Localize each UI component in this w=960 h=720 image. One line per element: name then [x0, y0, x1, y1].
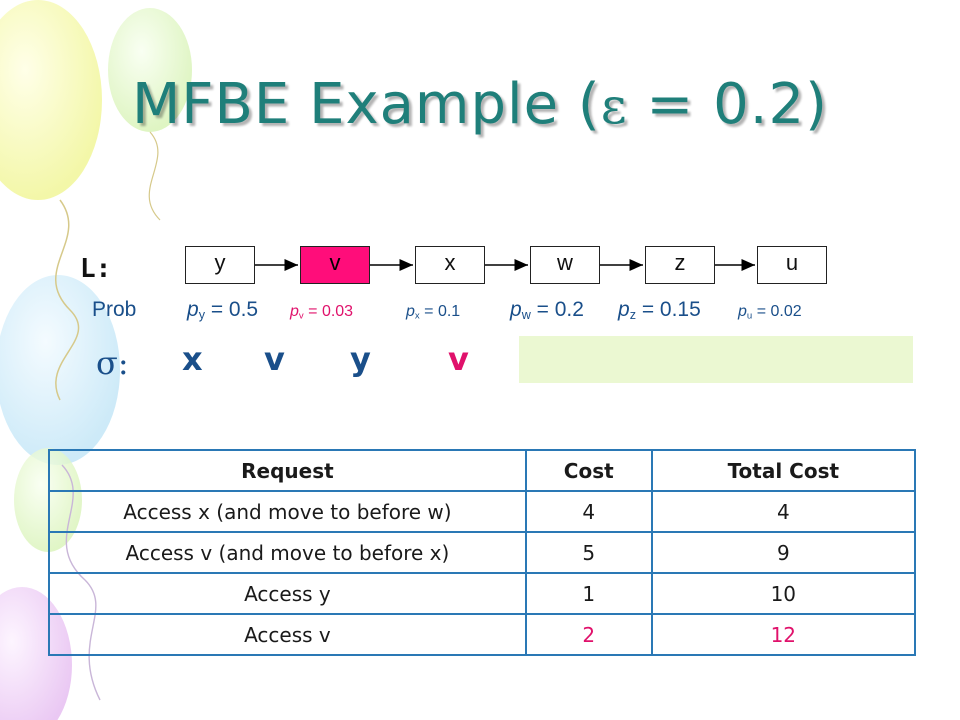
- cell-cost: 1: [524, 572, 653, 615]
- list-label: L:: [80, 254, 112, 284]
- prob-w: pw = 0.2: [510, 298, 584, 323]
- table-row: Access y 1 10: [48, 572, 917, 615]
- cell-total: 10: [650, 572, 917, 615]
- header-request: Request: [48, 449, 527, 492]
- title-prefix: MFBE Example (: [131, 72, 601, 137]
- cell-request: Access x (and move to before w): [48, 490, 527, 533]
- list-node-u: u: [757, 246, 827, 284]
- prob-x: px = 0.1: [406, 303, 461, 322]
- list-node-y: y: [185, 246, 255, 284]
- balloon-string-2: [148, 131, 161, 221]
- sequence-hidden-box: [519, 336, 913, 383]
- cell-total: 4: [650, 490, 917, 533]
- sequence-item-3: y: [350, 340, 371, 378]
- slide-title: MFBE Example (ε = 0.2): [0, 72, 960, 137]
- balloon-yellow: [0, 0, 102, 200]
- sequence-item-1: x: [182, 340, 203, 378]
- header-cost: Cost: [524, 449, 653, 492]
- prob-v: pv = 0.03: [290, 303, 354, 322]
- cell-total: 9: [650, 531, 917, 574]
- header-total-cost: Total Cost: [650, 449, 917, 492]
- list-node-v: v: [300, 246, 370, 284]
- sequence-label: σ:: [96, 344, 129, 382]
- cell-request: Access v: [48, 613, 527, 656]
- cost-table: Request Cost Total Cost Access x (and mo…: [48, 449, 917, 656]
- list-node-z: z: [645, 246, 715, 284]
- prob-label: Prob: [92, 298, 137, 321]
- prob-u: pu = 0.02: [738, 303, 802, 322]
- sequence-item-2: v: [264, 340, 285, 378]
- title-suffix: = 0.2): [627, 72, 829, 137]
- list-node-x: x: [415, 246, 485, 284]
- cell-cost: 5: [524, 531, 653, 574]
- cell-cost: 4: [524, 490, 653, 533]
- balloon-green: [108, 8, 192, 132]
- balloon-blue: [0, 275, 120, 465]
- title-epsilon: ε: [600, 77, 628, 135]
- table-row: Access v (and move to before x) 5 9: [48, 531, 917, 574]
- prob-y: py = 0.5: [187, 298, 259, 323]
- list-node-w: w: [530, 246, 600, 284]
- prob-z: pz = 0.15: [618, 298, 701, 323]
- sequence-item-4: v: [448, 340, 469, 378]
- cell-cost: 2: [524, 613, 653, 656]
- cell-request: Access y: [48, 572, 527, 615]
- table-row: Access x (and move to before w) 4 4: [48, 490, 917, 533]
- balloon-string: [55, 199, 80, 401]
- cell-total: 12: [650, 613, 917, 656]
- table-row: Access v 2 12: [48, 613, 917, 656]
- cell-request: Access v (and move to before x): [48, 531, 527, 574]
- table-header-row: Request Cost Total Cost: [48, 449, 917, 492]
